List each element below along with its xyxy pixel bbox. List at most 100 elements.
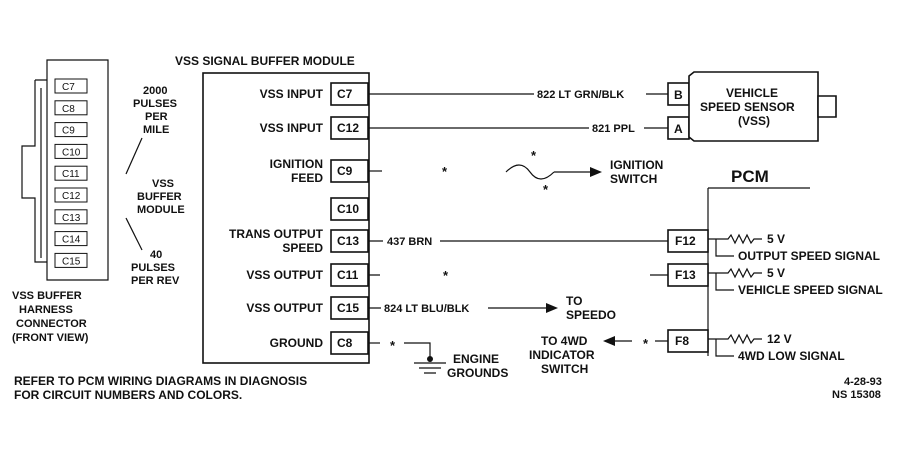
- wire-c7-label: 822 LT GRN/BLK: [537, 89, 624, 101]
- engine-grounds-2: GROUNDS: [447, 366, 508, 380]
- connector-pin-c10: [54, 143, 88, 159]
- connector-caption-1: VSS BUFFER: [12, 290, 82, 302]
- module-row-label: VSS INPUT: [260, 87, 324, 101]
- connector-pin-label: C13: [62, 213, 81, 224]
- speedo-arrow: [546, 303, 558, 313]
- pulses-mile-1: 2000: [143, 85, 167, 97]
- connector-caption-2: HARNESS: [19, 304, 73, 316]
- pcm-pin-label: F12: [675, 234, 696, 248]
- ref-date: 4-28-93: [844, 376, 882, 388]
- module-row-label: VSS OUTPUT: [246, 268, 323, 282]
- module-pin-label: C11: [337, 268, 359, 282]
- buffer-module-2: BUFFER: [137, 191, 182, 203]
- fuse-star-top: *: [531, 148, 537, 163]
- ignition-switch-1: IGNITION: [610, 158, 663, 172]
- module-row-label: FEED: [291, 171, 323, 185]
- connector-pin-c8: [54, 100, 88, 116]
- note-line-2: FOR CIRCUIT NUMBERS AND COLORS.: [14, 388, 242, 402]
- pullup-resistor-icon: [708, 233, 762, 245]
- ref-number: NS 15308: [832, 389, 881, 401]
- connector-pin-label: C15: [62, 256, 81, 267]
- pcm-signal-label: 4WD LOW SIGNAL: [738, 349, 845, 363]
- connector-pin-c12: [54, 187, 88, 203]
- module-row-label: VSS INPUT: [260, 121, 324, 135]
- leader-bot: [125, 217, 143, 251]
- signal-lead: [715, 339, 734, 357]
- pullup-resistor-icon: [708, 267, 762, 279]
- module-pin-label: C8: [337, 336, 353, 350]
- pullup-resistor-icon: [708, 333, 762, 345]
- connector-pin-label: C7: [62, 82, 75, 93]
- sensor-title-3: (VSS): [738, 114, 770, 128]
- fuse-star-bot: *: [543, 182, 549, 197]
- module-title: VSS SIGNAL BUFFER MODULE: [175, 54, 355, 68]
- pcm-voltage: 5 V: [767, 266, 785, 280]
- c11-star: *: [443, 268, 449, 283]
- pcm-signal-label: OUTPUT SPEED SIGNAL: [738, 249, 880, 263]
- connector-pin-c15: [54, 252, 88, 268]
- engine-grounds-1: ENGINE: [453, 352, 499, 366]
- pcm-outline: [707, 187, 810, 356]
- to-4wd-arrow: [603, 336, 615, 346]
- to-4wd-1: TO 4WD: [541, 334, 588, 348]
- module-row-label: TRANS OUTPUT: [229, 227, 324, 241]
- buffer-module-3: MODULE: [137, 204, 185, 216]
- pulses-mile-4: MILE: [143, 124, 169, 136]
- to-4wd-2: INDICATOR: [529, 348, 595, 362]
- wire-c13-label: 437 BRN: [387, 236, 432, 248]
- sensor-title-1: VEHICLE: [726, 86, 778, 100]
- pcm-pin-label: F8: [675, 334, 689, 348]
- sensor-body: [688, 71, 819, 142]
- connector-pin-c14: [54, 231, 88, 247]
- connector-caption-4: (FRONT VIEW): [12, 332, 89, 344]
- pcm-title: PCM: [731, 167, 769, 186]
- f8-star: *: [643, 336, 649, 351]
- note-line-1: REFER TO PCM WIRING DIAGRAMS IN DIAGNOSI…: [14, 374, 307, 388]
- buffer-module-1: VSS: [152, 178, 174, 190]
- connector-caption-3: CONNECTOR: [16, 318, 87, 330]
- c9-star: *: [442, 164, 448, 179]
- connector-pin-label: C14: [62, 235, 81, 246]
- to-4wd-3: SWITCH: [541, 362, 588, 376]
- signal-lead: [715, 273, 734, 291]
- pulses-rev-1: 40: [150, 249, 162, 261]
- module-row-label: GROUND: [270, 336, 324, 350]
- connector-pin-c11: [54, 165, 88, 181]
- fuse-symbol: [505, 164, 555, 180]
- connector-pin-c9: [54, 122, 88, 138]
- module-pin-label: C13: [337, 234, 359, 248]
- connector-pin-label: C12: [62, 191, 81, 202]
- module-pin-label: C7: [337, 87, 353, 101]
- module-pin-label: C12: [337, 121, 359, 135]
- ground-wire: [404, 342, 431, 362]
- ignition-switch-2: SWITCH: [610, 172, 657, 186]
- connector-pin-label: C8: [62, 104, 75, 115]
- pcm-signal-label: VEHICLE SPEED SIGNAL: [738, 283, 883, 297]
- wire-c12-label: 821 PPL: [592, 123, 635, 135]
- connector-pin-label: C10: [62, 147, 81, 158]
- pulses-mile-3: PER: [145, 111, 168, 123]
- pcm-voltage: 12 V: [767, 332, 792, 346]
- sensor-title-2: SPEED SENSOR: [700, 100, 795, 114]
- pcm-pin-f13: [667, 263, 709, 287]
- pulses-mile-2: PULSES: [133, 98, 177, 110]
- sensor-stub: [817, 95, 837, 118]
- signal-lead: [715, 239, 734, 257]
- module-pin-label: C9: [337, 164, 353, 178]
- ignition-arrow: [590, 167, 602, 177]
- ground-symbol: [414, 362, 446, 374]
- to-speedo-1: TO: [566, 294, 582, 308]
- ground-dot: [427, 356, 433, 362]
- pcm-pin-f12: [667, 229, 709, 253]
- pulses-rev-3: PER REV: [131, 275, 180, 287]
- connector-pin-label: C9: [62, 126, 75, 137]
- module-row-label: SPEED: [282, 241, 323, 255]
- leader-top: [125, 137, 143, 175]
- pcm-voltage: 5 V: [767, 232, 785, 246]
- module-row-label: IGNITION: [270, 157, 323, 171]
- to-speedo-2: SPEEDO: [566, 308, 616, 322]
- sensor-pin-b: B: [674, 88, 683, 102]
- connector-pin-label: C11: [62, 169, 80, 180]
